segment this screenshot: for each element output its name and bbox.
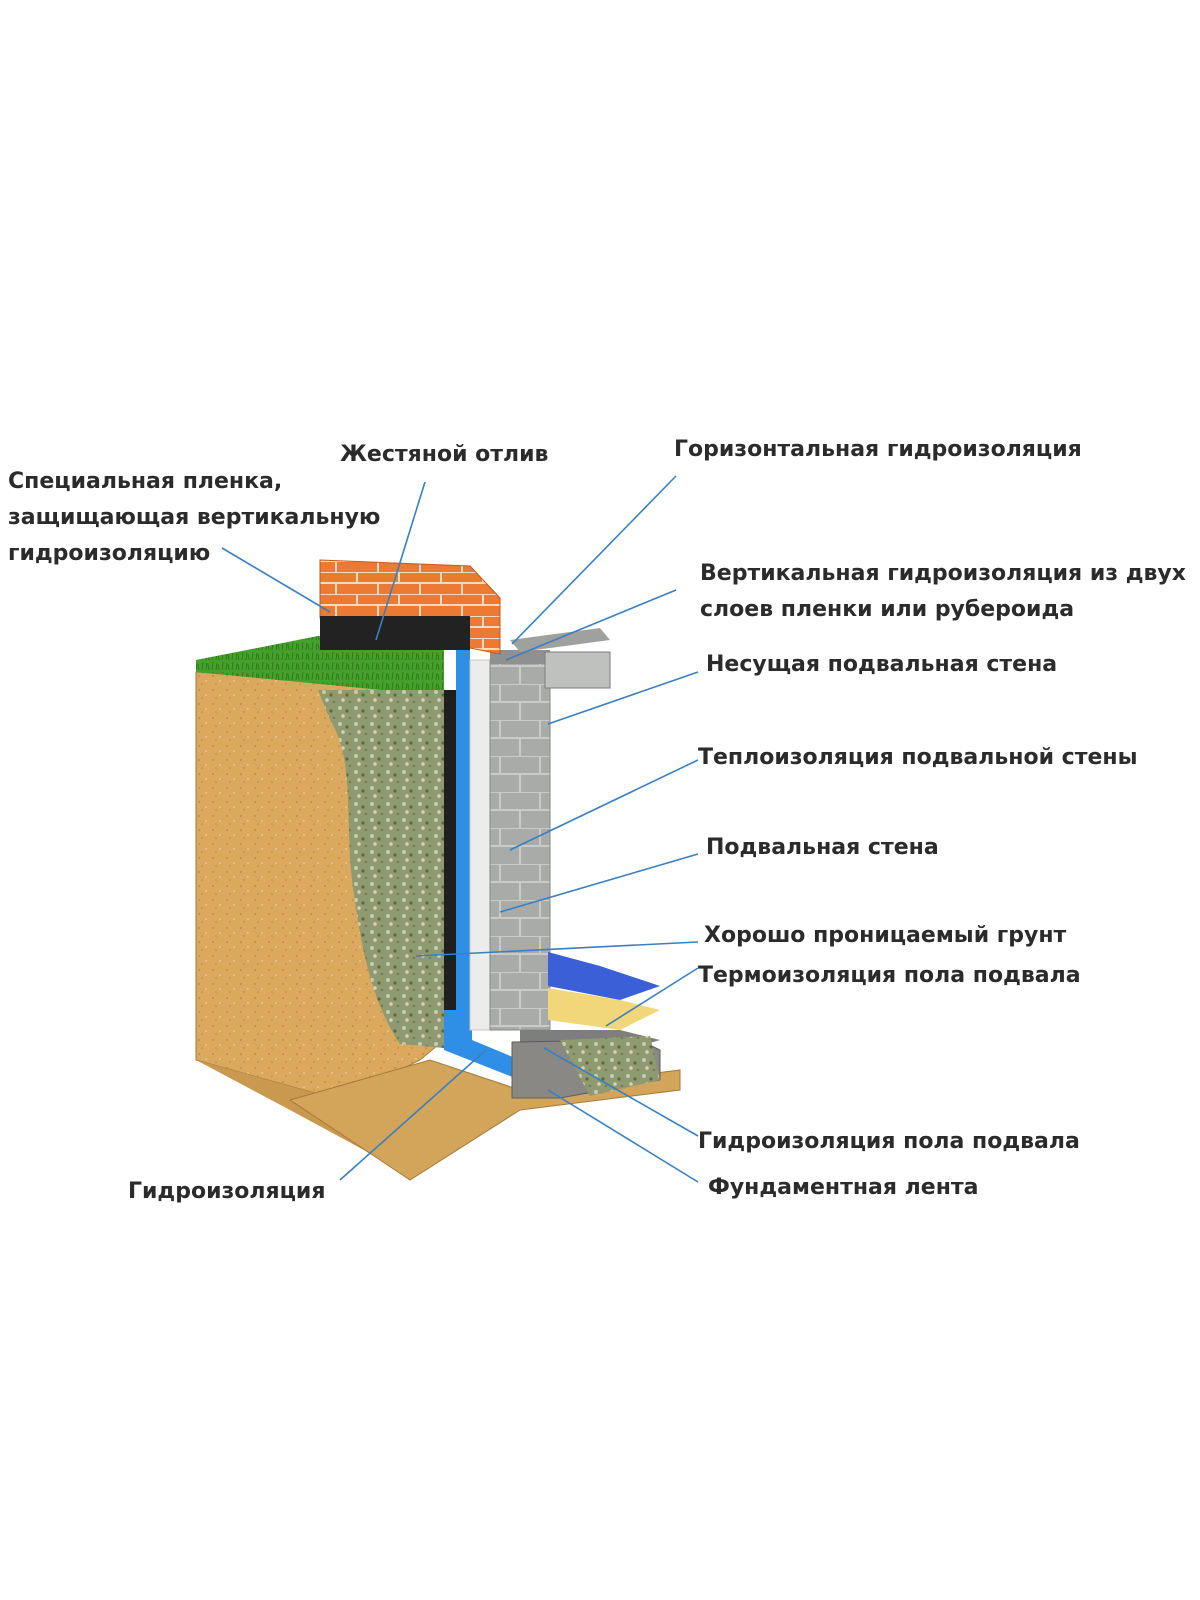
- label-tin-drip: Жестяной отлив: [340, 442, 549, 467]
- leader-permeable-soil: [415, 941, 699, 957]
- leader-special-film: [221, 547, 331, 613]
- leader-foundation-strip: [547, 1089, 699, 1183]
- label-vertical-waterproofing: Вертикальная гидроизоляция из двух слоев…: [700, 561, 1186, 622]
- leader-vertical-waterproofing: [505, 589, 677, 661]
- floor-slab-top: [510, 628, 610, 652]
- leader-wall-insulation: [509, 759, 699, 851]
- label-bearing-basement-wall: Несущая подвальная стена: [706, 652, 1058, 677]
- leader-waterproofing: [339, 1049, 487, 1181]
- leader-floor-waterproofing: [543, 1047, 699, 1137]
- label-floor-thermal-insulation: Термоизоляция пола подвала: [698, 963, 1081, 988]
- label-horizontal-waterproofing: Горизонтальная гидроизоляция: [674, 437, 1082, 462]
- label-basement-wall-insulation: Теплоизоляция подвальной стены: [698, 745, 1138, 770]
- basement-wall-cap: [490, 650, 550, 664]
- label-permeable-soil: Хорошо проницаемый грунт: [704, 923, 1067, 948]
- vertical-waterproofing-layer: [456, 650, 470, 1040]
- label-floor-waterproofing: Гидроизоляция пола подвала: [698, 1129, 1080, 1154]
- leader-lines: [221, 475, 699, 1183]
- gravel-floor-base: [560, 1036, 660, 1096]
- floor-blue-layer: [548, 952, 660, 1000]
- leader-floor-thermal: [605, 967, 699, 1027]
- label-basement-wall: Подвальная стена: [706, 835, 939, 860]
- label-special-film: Специальная пленка, защищающая вертикаль…: [8, 469, 381, 566]
- gravel-backfill: [318, 690, 444, 1048]
- label-foundation-strip: Фундаментная лента: [708, 1175, 979, 1200]
- leader-basement-wall: [499, 853, 699, 913]
- wall-insulation-layer: [469, 659, 491, 1031]
- brick-base-black: [320, 616, 470, 650]
- waterproofing-bottom: [444, 1010, 520, 1080]
- grass-surface: [196, 636, 444, 696]
- label-waterproofing: Гидроизоляция: [128, 1179, 326, 1204]
- floor-slab-hollow: [544, 651, 611, 689]
- leader-tin-drip: [375, 481, 426, 641]
- leader-bearing-wall: [547, 671, 699, 725]
- floor-thermal-insulation: [548, 988, 660, 1030]
- protective-film: [444, 690, 456, 1046]
- leader-horizontal-waterproofing: [511, 475, 677, 645]
